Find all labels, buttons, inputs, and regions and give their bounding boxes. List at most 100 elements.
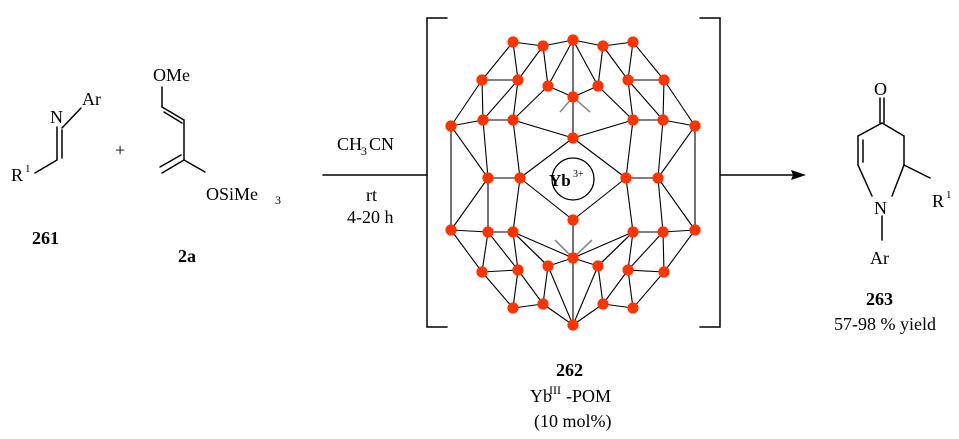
cage-edge <box>542 265 549 305</box>
cage-edge <box>517 45 544 81</box>
cage-oxygen-node <box>689 120 701 132</box>
terminal-double-bond-outer <box>161 159 185 174</box>
compound-number-262: 262 <box>556 360 583 380</box>
cage-oxygen-node <box>567 132 579 144</box>
cage-edge <box>572 231 634 259</box>
cage-oxygen-node <box>445 224 457 236</box>
imine-n-atom: N <box>50 107 63 127</box>
cage-oxygen-node <box>592 80 604 92</box>
cage-edge <box>572 119 634 139</box>
cage-edge <box>572 137 627 179</box>
cage-edge <box>512 231 549 267</box>
cage-edge <box>512 41 519 81</box>
terminal-double-bond-inner <box>159 154 182 168</box>
cage-oxygen-node <box>592 260 604 272</box>
cage-edge <box>597 85 634 121</box>
cage-oxygen-node <box>477 114 489 126</box>
cage-oxygen-node <box>622 74 634 86</box>
cage-edge <box>512 79 519 121</box>
compound-number-261: 261 <box>32 228 59 248</box>
ring-bond-c4-c5 <box>857 122 883 137</box>
cage-edge <box>450 177 489 231</box>
cage-oxygen-node <box>476 266 488 278</box>
yb-center-charge: 3+ <box>573 169 584 180</box>
cage-oxygen-node <box>514 172 526 184</box>
cage-oxygen-node <box>597 40 609 52</box>
cage-oxygen-node <box>657 114 669 126</box>
cage-edge <box>602 45 629 81</box>
cage-edge <box>482 79 519 121</box>
solvent-suffix: CN <box>369 134 394 154</box>
cage-edge <box>481 79 484 121</box>
cage-oxygen-node <box>627 114 639 126</box>
cage-oxygen-node <box>482 172 494 184</box>
cage-edge <box>517 269 544 305</box>
ring-n-atom: N <box>874 198 887 218</box>
compound-number-263: 263 <box>866 289 893 309</box>
ring-bond-c6-n <box>857 164 873 197</box>
cage-edge <box>512 119 521 179</box>
cage-oxygen-node <box>537 298 549 310</box>
ring-bond-c2-n <box>891 164 905 197</box>
cage-edge <box>627 269 665 273</box>
cage-edge <box>597 45 604 87</box>
cage-oxygen-node <box>657 226 669 238</box>
product-r-superscript: 1 <box>946 189 952 201</box>
cage-edge <box>657 125 696 179</box>
silyl-subscript: 3 <box>275 193 281 207</box>
catalyst-name-prefix: Yb <box>530 386 552 406</box>
bracket-left <box>426 17 448 328</box>
cage-edge <box>632 41 665 81</box>
catalyst-262: Yb 3+ 262 Yb III -POM (10 mol%) <box>426 17 721 432</box>
cage-oxygen-node <box>658 266 670 278</box>
cage-oxygen-node <box>627 36 639 48</box>
cage-oxygen-node <box>445 120 457 132</box>
cage-edge <box>519 137 574 179</box>
cage-edge <box>632 271 665 309</box>
cage-oxygen-node <box>542 80 554 92</box>
cage-edge <box>542 45 549 87</box>
c-r1-bond <box>34 159 58 174</box>
cage-edge <box>512 269 519 309</box>
solvent-prefix: CH <box>337 134 362 154</box>
cage-edge <box>657 177 664 233</box>
cage-oxygen-node <box>597 298 609 310</box>
cage-edge <box>450 79 483 127</box>
cage-oxygen-node <box>537 40 549 52</box>
cage-oxygen-node <box>542 260 554 272</box>
cage-edge <box>597 265 604 305</box>
cage-edge <box>625 119 634 179</box>
imine-reactant-261: N Ar R 1 261 <box>11 89 101 248</box>
cage-edge <box>450 229 489 233</box>
cage-edge <box>627 79 634 121</box>
diene-double-bond-inner <box>163 111 183 124</box>
cage-oxygen-node <box>567 319 579 331</box>
c-osi-bond <box>183 159 206 173</box>
cage-oxygen-node <box>567 214 579 226</box>
cage-edge <box>663 229 696 273</box>
product-r-label: R <box>932 191 944 211</box>
methoxy-label: OMe <box>153 65 190 85</box>
cage-oxygen-node <box>512 74 524 86</box>
cage-edge <box>662 231 665 273</box>
cage-edge <box>627 231 634 271</box>
cage-edge <box>572 177 627 221</box>
cage-edge <box>481 231 489 273</box>
cage-edge <box>481 41 514 81</box>
cage-edge <box>602 269 629 305</box>
cage-oxygen-node <box>507 114 519 126</box>
cage-edge <box>627 79 664 121</box>
pom-cage-oxygens <box>445 34 701 331</box>
cage-oxygen-node <box>627 302 639 314</box>
temperature: rt <box>366 185 377 205</box>
imine-ar-label: Ar <box>82 89 101 109</box>
cage-edge <box>450 125 489 179</box>
product-263: O N Ar R 1 263 57-98 % yield <box>834 79 952 334</box>
cage-edge <box>662 79 665 121</box>
cage-oxygen-node <box>482 226 494 238</box>
cage-edge <box>663 79 696 127</box>
silyl-label: OSiMe <box>206 184 258 204</box>
product-yield: 57-98 % yield <box>834 314 936 334</box>
cage-edge <box>572 265 599 326</box>
